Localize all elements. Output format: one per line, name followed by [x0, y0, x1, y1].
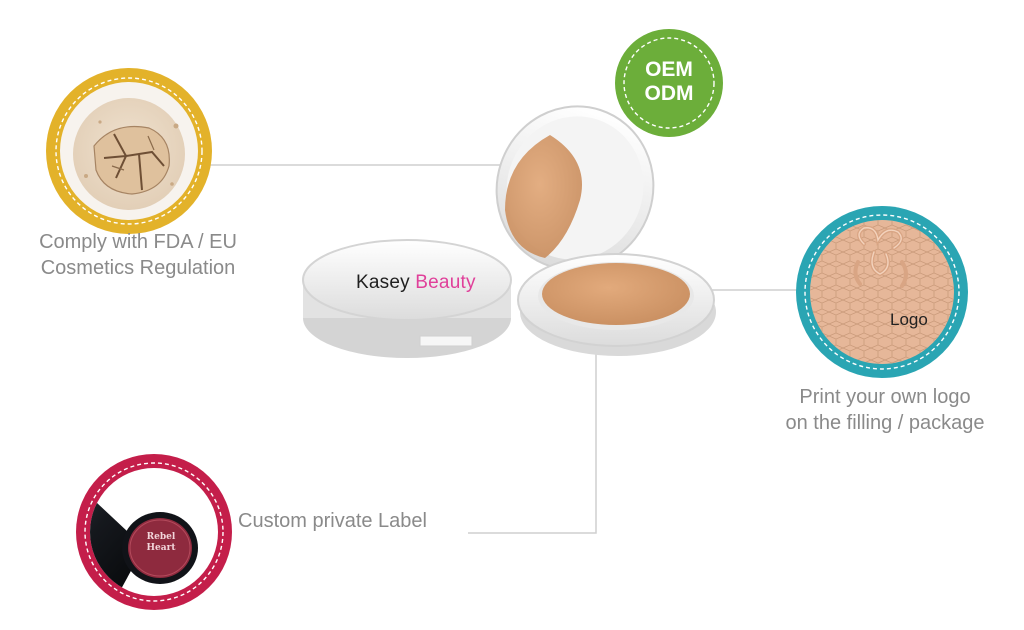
- oem-label: OEM: [645, 58, 693, 81]
- compact-powder-base: [517, 253, 716, 356]
- logo-caption-line1: Print your own logo: [799, 386, 971, 408]
- cracked-powder-icon: [46, 68, 212, 234]
- powder-feature-circle: [44, 66, 214, 236]
- compact-closed-case: [302, 239, 512, 358]
- tube-label-text: Rebel Heart: [144, 532, 178, 554]
- logo-caption-line2: on the filling / package: [785, 412, 985, 434]
- embossed-logo-icon: [796, 206, 968, 378]
- badge-circle-icon: [615, 29, 723, 137]
- brand-label-second: Beauty: [415, 272, 476, 293]
- odm-label: ODM: [644, 82, 694, 105]
- tube-label-line2: Heart: [146, 543, 176, 553]
- logo-caption: Print your own logo on the filling / pac…: [760, 384, 1010, 436]
- lipstick-tube-icon: [76, 454, 232, 610]
- private-label-caption: Custom private Label: [238, 510, 427, 532]
- brand-label: Kasey Beauty: [356, 272, 476, 294]
- compact-mirror-lid: [495, 105, 655, 271]
- brand-label-first: Kasey: [356, 272, 410, 293]
- regulation-caption-line1: Comply with FDA / EU: [39, 231, 237, 253]
- oem-odm-badge: OEM ODM: [614, 28, 724, 138]
- logo-feature-circle: Logo: [794, 204, 970, 380]
- regulation-caption-line2: Cosmetics Regulation: [40, 257, 236, 279]
- logo-sample-text: Logo: [890, 310, 928, 329]
- compact-product-image: [302, 105, 716, 358]
- tube-label-line1: Rebel: [146, 532, 176, 542]
- private-label-circle: Rebel Heart: [74, 452, 234, 612]
- regulation-caption: Comply with FDA / EU Cosmetics Regulatio…: [0, 229, 276, 281]
